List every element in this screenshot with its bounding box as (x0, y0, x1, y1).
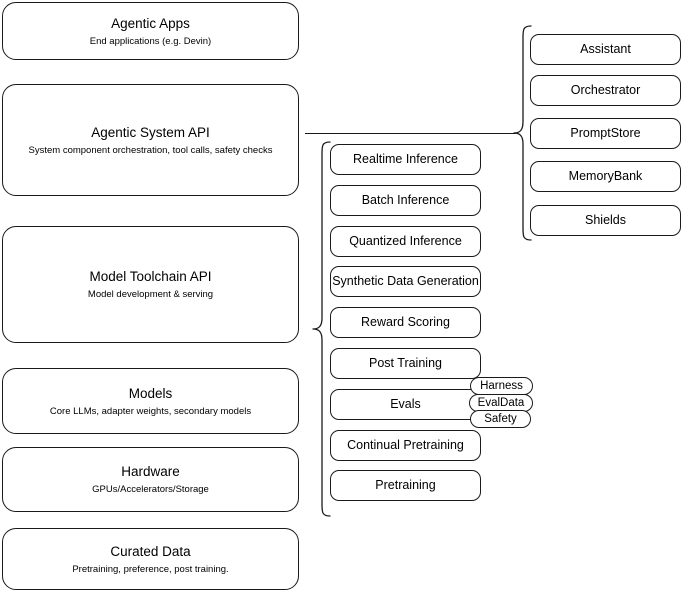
stack-layer-agentic-apps[interactable]: Agentic Apps End applications (e.g. Devi… (2, 2, 299, 60)
brace-toolchain (312, 141, 331, 517)
chip-label: Synthetic Data Generation (332, 274, 479, 288)
chip-label: PromptStore (570, 126, 641, 140)
pill-label: Safety (484, 412, 517, 425)
toolchain-chip-continual-pretraining[interactable]: Continual Pretraining (330, 430, 481, 461)
chip-label: Assistant (580, 42, 631, 56)
layer-title: Agentic Apps (111, 15, 190, 31)
layer-subtitle: Pretraining, preference, post training. (72, 563, 229, 575)
layer-title: Hardware (121, 464, 180, 479)
layer-subtitle: Model development & serving (87, 289, 214, 300)
layer-subtitle: End applications (e.g. Devin) (89, 35, 212, 47)
system-chip-assistant[interactable]: Assistant (530, 34, 681, 65)
stack-layer-model-toolchain-api[interactable]: Model Toolchain API Model development & … (2, 226, 299, 343)
toolchain-chip-pretraining[interactable]: Pretraining (330, 470, 481, 501)
system-chip-promptstore[interactable]: PromptStore (530, 118, 681, 149)
toolchain-chip-realtime-inference[interactable]: Realtime Inference (330, 144, 481, 175)
toolchain-chip-reward-scoring[interactable]: Reward Scoring (330, 307, 481, 338)
stack-layer-hardware[interactable]: Hardware GPUs/Accelerators/Storage (2, 447, 299, 512)
eval-pill-harness[interactable]: Harness (470, 377, 533, 395)
chip-label: Realtime Inference (353, 152, 458, 166)
chip-label: MemoryBank (568, 169, 643, 183)
brace-system-components (513, 25, 532, 241)
chip-label: Quantized Inference (349, 234, 462, 248)
toolchain-chip-evals[interactable]: Evals (330, 389, 481, 420)
layer-title: Agentic System API (91, 124, 210, 140)
system-chip-orchestrator[interactable]: Orchestrator (530, 75, 681, 106)
chip-label: Continual Pretraining (347, 438, 464, 452)
toolchain-chip-synthetic-data-generation[interactable]: Synthetic Data Generation (330, 266, 481, 297)
eval-pill-safety[interactable]: Safety (470, 410, 531, 428)
toolchain-chip-batch-inference[interactable]: Batch Inference (330, 185, 481, 216)
stack-layer-agentic-system-api[interactable]: Agentic System API System component orch… (2, 84, 299, 196)
chip-label: Pretraining (375, 478, 436, 492)
system-chip-shields[interactable]: Shields (530, 205, 681, 236)
chip-label: Evals (390, 397, 421, 411)
layer-title: Model Toolchain API (89, 269, 212, 284)
connector-line-system-api (305, 133, 516, 135)
stack-layer-curated-data[interactable]: Curated Data Pretraining, preference, po… (2, 528, 299, 590)
chip-label: Orchestrator (570, 83, 641, 97)
pill-label: Harness (480, 379, 523, 392)
chip-label: Batch Inference (361, 193, 450, 207)
stack-layer-models[interactable]: Models Core LLMs, adapter weights, secon… (2, 368, 299, 434)
eval-pill-evaldata[interactable]: EvalData (469, 394, 533, 412)
chip-label: Shields (585, 213, 626, 227)
layer-subtitle: Core LLMs, adapter weights, secondary mo… (49, 405, 252, 417)
layer-subtitle: GPUs/Accelerators/Storage (92, 484, 209, 495)
system-chip-memorybank[interactable]: MemoryBank (530, 161, 681, 192)
toolchain-chip-post-training[interactable]: Post Training (330, 348, 481, 379)
chip-label: Post Training (369, 356, 442, 370)
chip-label: Reward Scoring (361, 315, 450, 329)
pill-label: EvalData (477, 396, 525, 409)
layer-subtitle: System component orchestration, tool cal… (28, 144, 273, 156)
toolchain-chip-quantized-inference[interactable]: Quantized Inference (330, 226, 481, 257)
layer-title: Curated Data (110, 543, 191, 559)
layer-title: Models (128, 385, 173, 401)
